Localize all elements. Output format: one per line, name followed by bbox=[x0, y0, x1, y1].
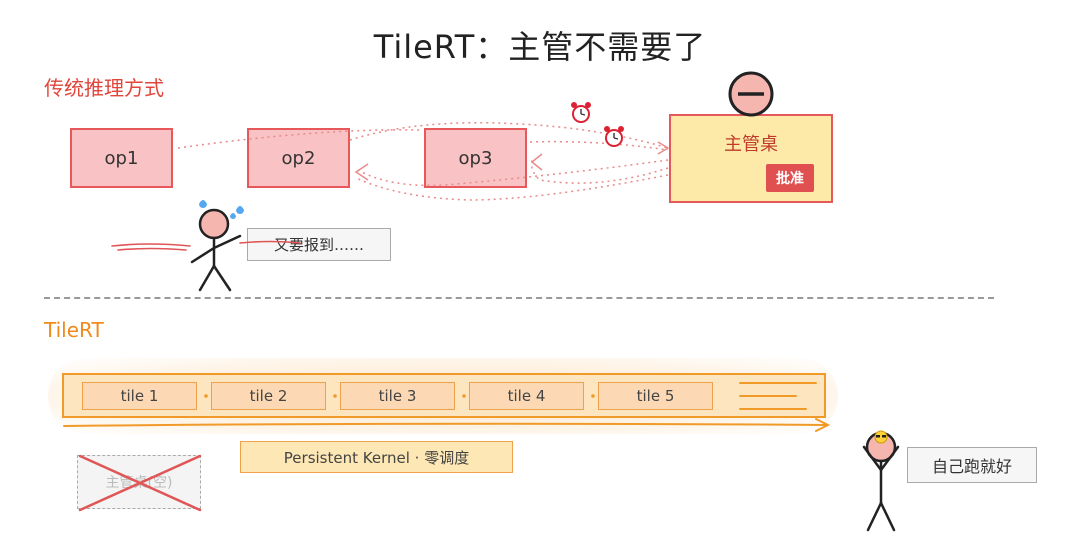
tile-3: tile 3 bbox=[340, 382, 455, 410]
section-label-traditional: 传统推理方式 bbox=[44, 76, 164, 100]
relaxed-worker-figure bbox=[862, 431, 900, 532]
supervisor-desk-label: 主管桌 bbox=[724, 134, 778, 155]
dotted-flow-lines bbox=[177, 121, 669, 201]
running-worker-figure bbox=[190, 208, 242, 292]
supervisor-head bbox=[728, 71, 774, 117]
sweat-drops-icon bbox=[199, 200, 244, 219]
section-label-tilert: TileRT bbox=[44, 318, 104, 342]
approve-stamp: 批准 bbox=[766, 164, 814, 192]
tile-2: tile 2 bbox=[211, 382, 326, 410]
supervisor-desk: 主管桌 批准 bbox=[669, 114, 833, 203]
cross-out-mark bbox=[78, 454, 202, 512]
persistent-kernel-label: Persistent Kernel · 零调度 bbox=[240, 441, 513, 473]
page-title: TileRT：主管不需要了 bbox=[373, 28, 707, 66]
op-box-1: op1 bbox=[70, 128, 173, 188]
self-run-note: 自己跑就好 bbox=[907, 447, 1037, 483]
sunglasses-icon bbox=[874, 430, 888, 444]
op-box-2: op2 bbox=[247, 128, 350, 188]
persistent-kernel-bar: tile 1 tile 2 tile 3 tile 4 tile 5 bbox=[62, 373, 826, 418]
alarm-clock-icon bbox=[571, 102, 591, 123]
kernel-flow-arrow bbox=[63, 418, 831, 432]
flow-arrowheads bbox=[354, 141, 670, 181]
tile-1: tile 1 bbox=[82, 382, 197, 410]
speed-lines bbox=[111, 240, 301, 251]
tile-connectors bbox=[204, 394, 595, 398]
tile-4: tile 4 bbox=[469, 382, 584, 410]
op-box-3: op3 bbox=[424, 128, 527, 188]
alarm-clock-icon bbox=[604, 126, 624, 147]
report-note: 又要报到…… bbox=[247, 228, 391, 261]
kernel-speed-lines bbox=[739, 382, 817, 410]
tile-5: tile 5 bbox=[598, 382, 713, 410]
section-divider bbox=[44, 297, 994, 299]
